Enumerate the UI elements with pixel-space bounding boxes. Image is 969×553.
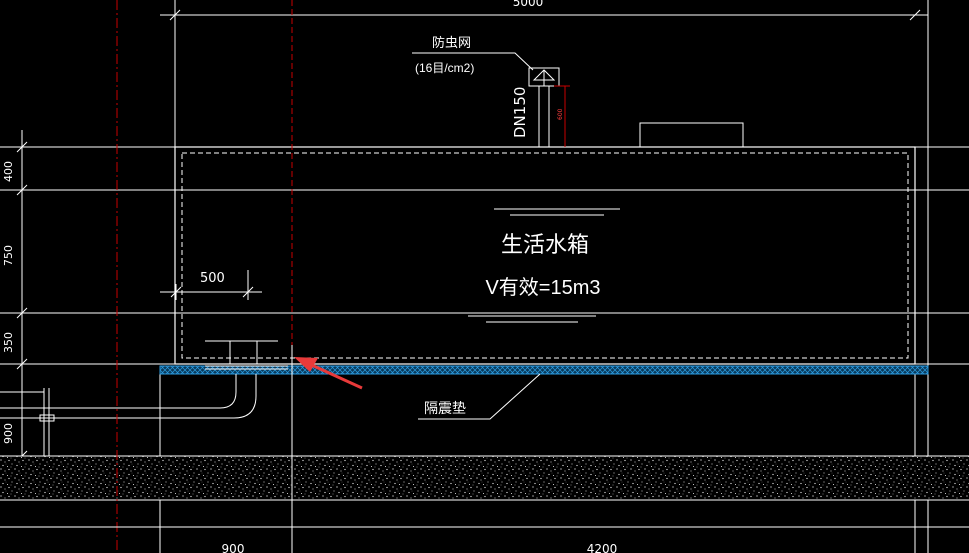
insect-screen-label: 防虫网 <box>432 35 471 50</box>
left-dim-750: 750 <box>2 245 15 266</box>
mesh-spec-label: (16目/cm2) <box>415 61 474 75</box>
bottom-dim-right: 4200 <box>587 542 618 553</box>
top-dimension-line <box>160 9 928 21</box>
vent-pipe-size-label: DN150 <box>511 87 529 138</box>
inlet-pipe <box>0 340 288 419</box>
gravel-bed <box>0 456 969 500</box>
isolation-pad-label: 隔震垫 <box>424 400 466 416</box>
red-annotation-arrow <box>294 357 363 390</box>
vent-height-label: 600 <box>557 108 564 120</box>
vent-height-dim <box>554 85 570 147</box>
water-level-marks-bottom <box>468 315 596 323</box>
left-dimension-line <box>16 130 28 500</box>
left-dim-900: 900 <box>2 423 15 444</box>
inlet-offset-dimension <box>160 270 262 300</box>
left-dim-400: 400 <box>2 161 15 182</box>
water-tank-outline <box>174 146 916 365</box>
water-tank-inner-dashed <box>181 152 909 359</box>
vent-leader-line <box>412 52 534 71</box>
water-level-marks-top <box>494 208 620 216</box>
left-dim-350: 350 <box>2 332 15 353</box>
vent-pipe <box>528 67 560 147</box>
isolation-pad-leader <box>418 373 541 420</box>
isolation-pad <box>159 365 929 375</box>
inlet-offset-label: 500 <box>200 271 225 286</box>
bottom-dim-left: 900 <box>222 542 245 553</box>
tank-name: 生活水箱 <box>501 232 589 257</box>
top-dim-label: 5000 <box>513 0 544 9</box>
manhole-cover <box>639 122 744 148</box>
tank-capacity: V有效=15m3 <box>485 276 600 299</box>
